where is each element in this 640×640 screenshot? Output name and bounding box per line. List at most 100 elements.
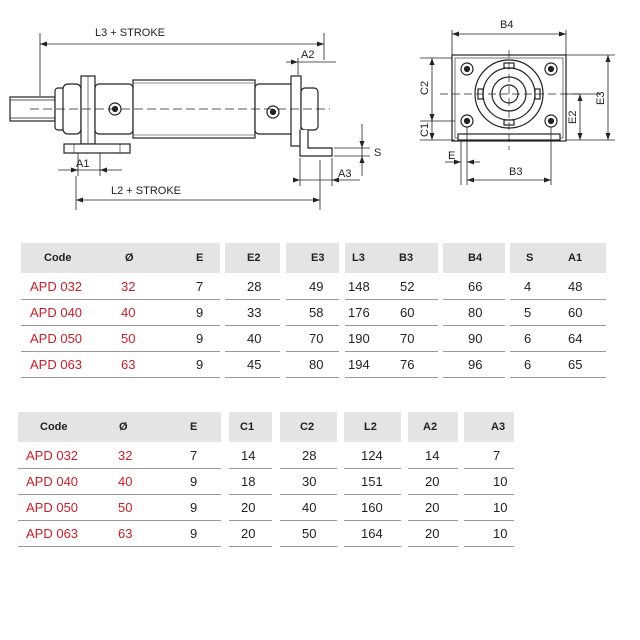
row-divider: [286, 325, 339, 326]
row-divider: [286, 299, 339, 300]
table1-header-group-4: [345, 243, 438, 273]
table-cell: 6: [524, 357, 532, 372]
table2-header-group-1: [18, 412, 221, 442]
label-e2: E2: [567, 111, 579, 124]
cell-code: APD 063: [26, 526, 79, 541]
table-cell: 28: [302, 448, 317, 463]
table1-header-group-5: [443, 243, 505, 273]
row-divider: [510, 351, 606, 352]
table-cell: 96: [468, 357, 483, 372]
table-cell: 148: [348, 279, 370, 294]
table-cell: 190: [348, 331, 370, 346]
table-cell: 164: [361, 526, 383, 541]
table-cell: 33: [247, 305, 262, 320]
table-cell: 6: [524, 331, 532, 346]
row-divider: [225, 325, 280, 326]
row-divider: [225, 299, 280, 300]
table1-header-row: Code Ø E E2 E3 L3 B3 B4 S A1: [0, 243, 640, 273]
row-divider: [510, 377, 606, 378]
table1-header-b3: B3: [399, 252, 414, 264]
row-divider: [344, 546, 401, 547]
row-divider: [408, 546, 458, 547]
row-divider: [21, 377, 220, 378]
table-cell: 7: [190, 448, 198, 463]
row-divider: [408, 468, 458, 469]
table-cell: 52: [400, 279, 415, 294]
table-cell: 60: [400, 305, 415, 320]
label-a3: A3: [338, 168, 351, 180]
cell-diameter: 40: [121, 305, 136, 320]
table1-header-group-1: [21, 243, 220, 273]
cell-code: APD 050: [30, 331, 83, 346]
table1-header-l3: L3: [352, 252, 365, 264]
table-cell: 20: [241, 526, 256, 541]
row-divider: [443, 377, 505, 378]
table-cell: 28: [247, 279, 262, 294]
row-divider: [229, 468, 272, 469]
table-cell: 10: [493, 500, 508, 515]
table-cell: 5: [524, 305, 532, 320]
table-cell: 124: [361, 448, 383, 463]
row-divider: [286, 377, 339, 378]
label-a1: A1: [76, 158, 89, 170]
row-divider: [345, 351, 438, 352]
table-cell: 66: [468, 279, 483, 294]
table-cell: 70: [400, 331, 415, 346]
table-cell: 80: [309, 357, 324, 372]
table-cell: 7: [196, 279, 204, 294]
row-divider: [280, 494, 337, 495]
row-divider: [408, 494, 458, 495]
table1-header-e: E: [196, 252, 204, 264]
table-cell: 18: [241, 474, 256, 489]
table-cell: 48: [568, 279, 583, 294]
table-cell: 176: [348, 305, 370, 320]
row-divider: [464, 468, 514, 469]
table-cell: 50: [302, 526, 317, 541]
row-divider: [18, 546, 221, 547]
table2-header-group-2: [229, 412, 272, 442]
row-divider: [408, 520, 458, 521]
table2-header-a3: A3: [491, 421, 506, 433]
table2-header-row: Code Ø E C1 C2 L2 A2 A3: [0, 412, 640, 442]
rear-bracket: [290, 75, 333, 157]
row-divider: [229, 520, 272, 521]
row-divider: [280, 468, 337, 469]
row-divider: [345, 299, 438, 300]
row-divider: [21, 299, 220, 300]
label-b4: B4: [500, 19, 513, 31]
table-cell: 90: [468, 331, 483, 346]
table2-header-c2: C2: [300, 421, 315, 433]
cell-code: APD 040: [26, 474, 79, 489]
table-cell: 40: [302, 500, 317, 515]
table-cell: 10: [493, 526, 508, 541]
row-divider: [18, 494, 221, 495]
table2-header-group-4: [344, 412, 401, 442]
cell-code: APD 032: [30, 279, 83, 294]
table-cell: 9: [190, 500, 198, 515]
table-cell: 14: [425, 448, 440, 463]
cell-diameter: 32: [118, 448, 133, 463]
cell-code: APD 040: [30, 305, 83, 320]
table1-header-code: Code: [44, 252, 72, 264]
row-divider: [229, 494, 272, 495]
cell-code: APD 032: [26, 448, 79, 463]
row-divider: [464, 494, 514, 495]
table-cell: 9: [190, 526, 198, 541]
table-cell: 4: [524, 279, 532, 294]
row-divider: [510, 299, 606, 300]
table-cell: 160: [361, 500, 383, 515]
table-cell: 30: [302, 474, 317, 489]
label-l2: L2 + STROKE: [111, 185, 181, 197]
row-divider: [286, 351, 339, 352]
front-view: [440, 50, 580, 150]
label-c2: C2: [419, 81, 431, 95]
table-cell: 45: [247, 357, 262, 372]
table-cell: 80: [468, 305, 483, 320]
technical-drawing: L3 + STROKE A2 S A3 A1 L2 + STROKE B4 C2…: [9, 19, 615, 210]
table-cell: 9: [196, 305, 204, 320]
